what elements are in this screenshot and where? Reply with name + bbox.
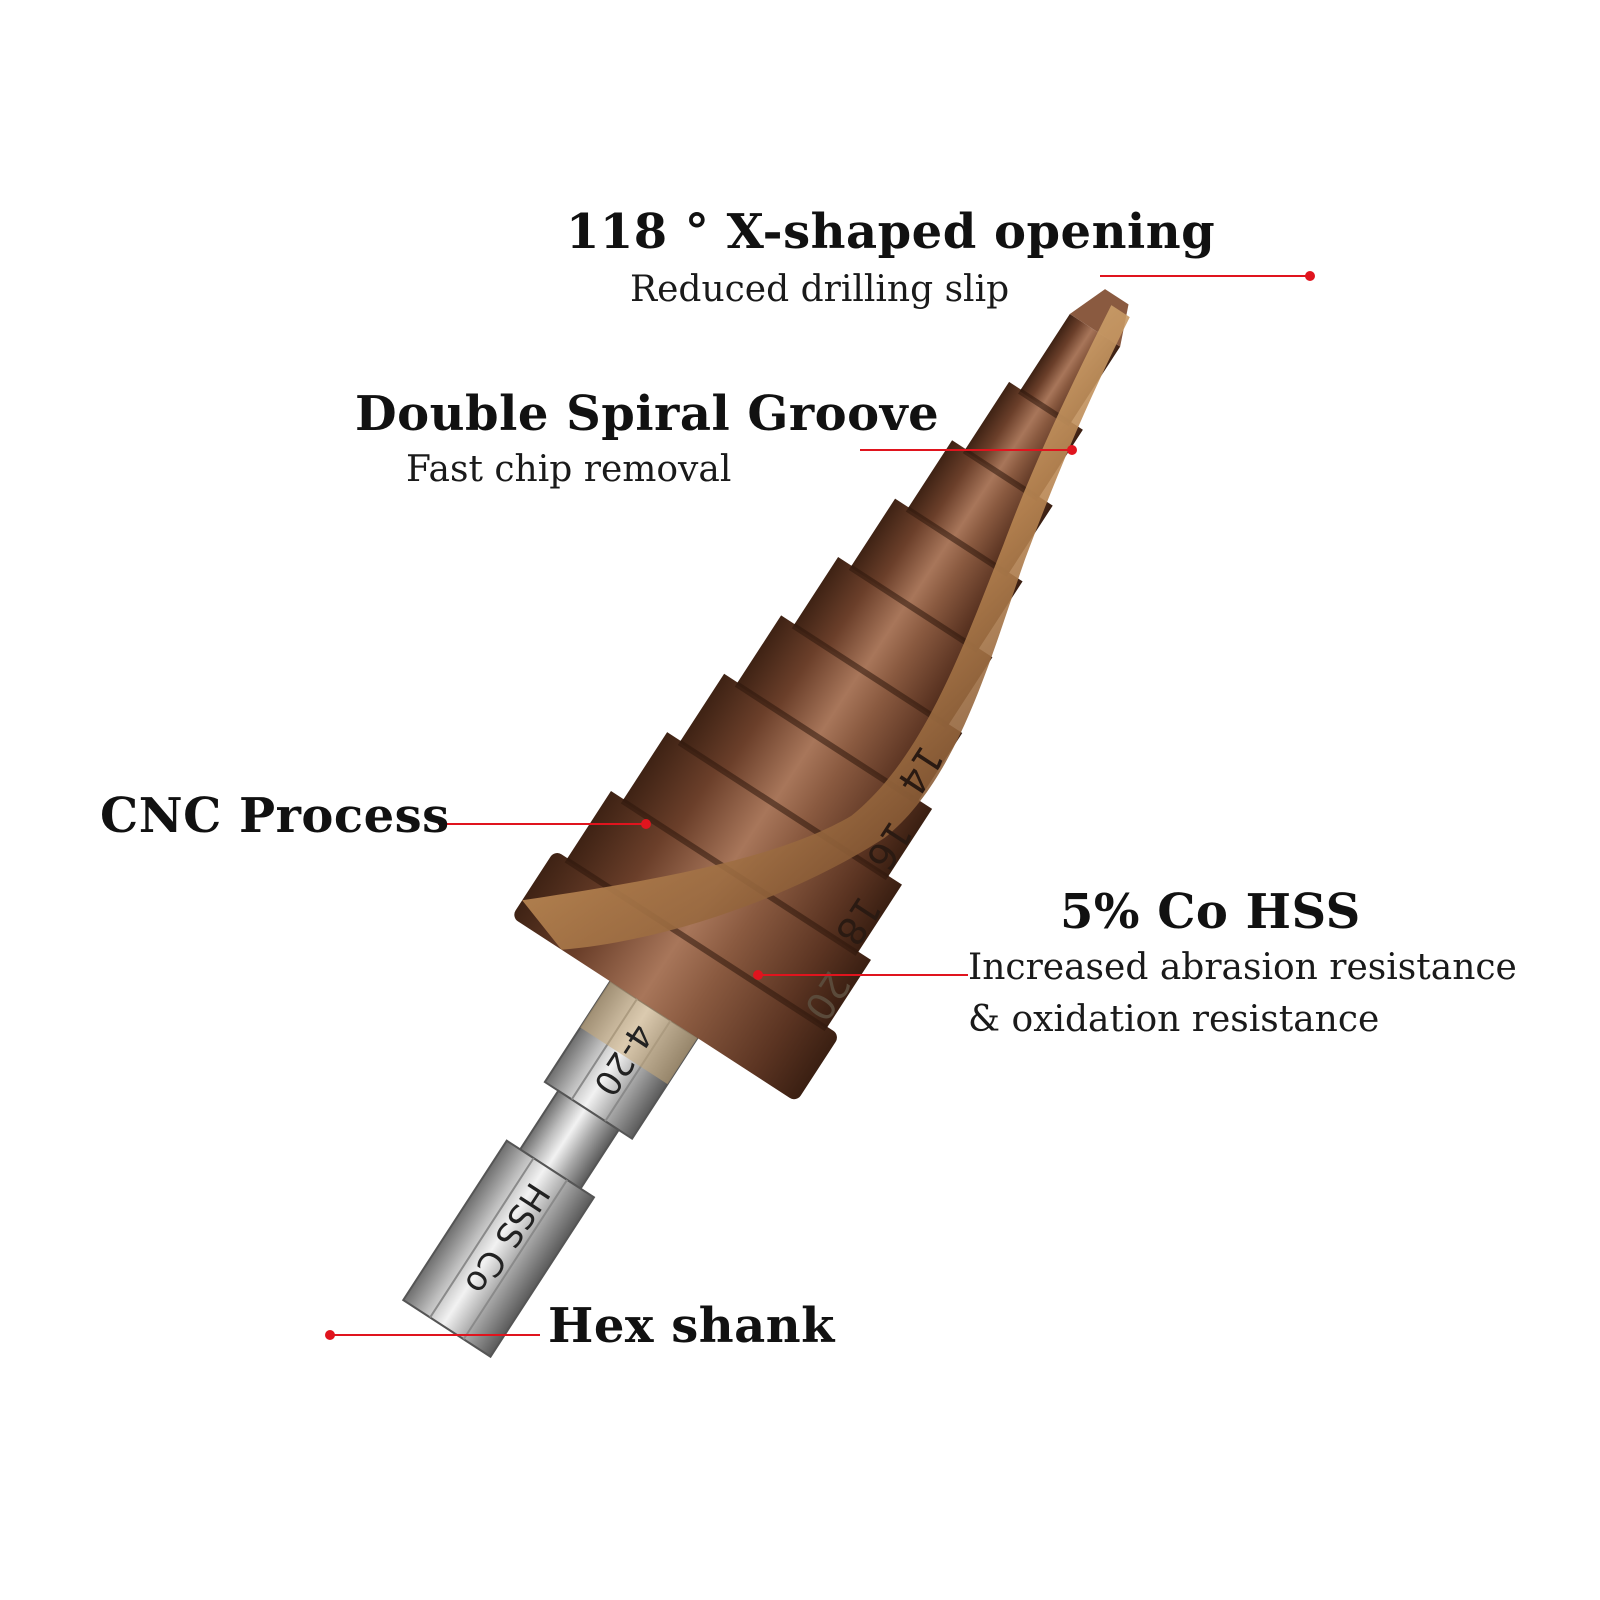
groove-callout-title: Double Spiral Groove [355, 386, 940, 442]
stepped-cone [514, 289, 1130, 1100]
cnc-marker [641, 819, 651, 829]
shank-marker [325, 1330, 335, 1340]
hex-shank [401, 979, 699, 1359]
groove-marker [1067, 445, 1077, 455]
groove-callout-subtitle: Fast chip removal [406, 449, 732, 490]
hss-callout-line1: Increased abrasion resistance [968, 947, 1517, 988]
hss-callout-line2: & oxidation resistance [968, 999, 1380, 1040]
leader-lines [325, 271, 1315, 1340]
cnc-callout-title: CNC Process [100, 788, 450, 844]
step-drill-bit: 14 16 18 20 4-20 HSS Co [401, 289, 1130, 1359]
tip-marker [1305, 271, 1315, 281]
tip-callout-subtitle: Reduced drilling slip [630, 269, 1010, 310]
hss-marker [753, 970, 763, 980]
hss-callout-title: 5% Co HSS [1060, 884, 1361, 940]
tip-callout-title: 118 ° X-shaped opening [566, 204, 1216, 260]
shank-callout-title: Hex shank [548, 1298, 835, 1354]
